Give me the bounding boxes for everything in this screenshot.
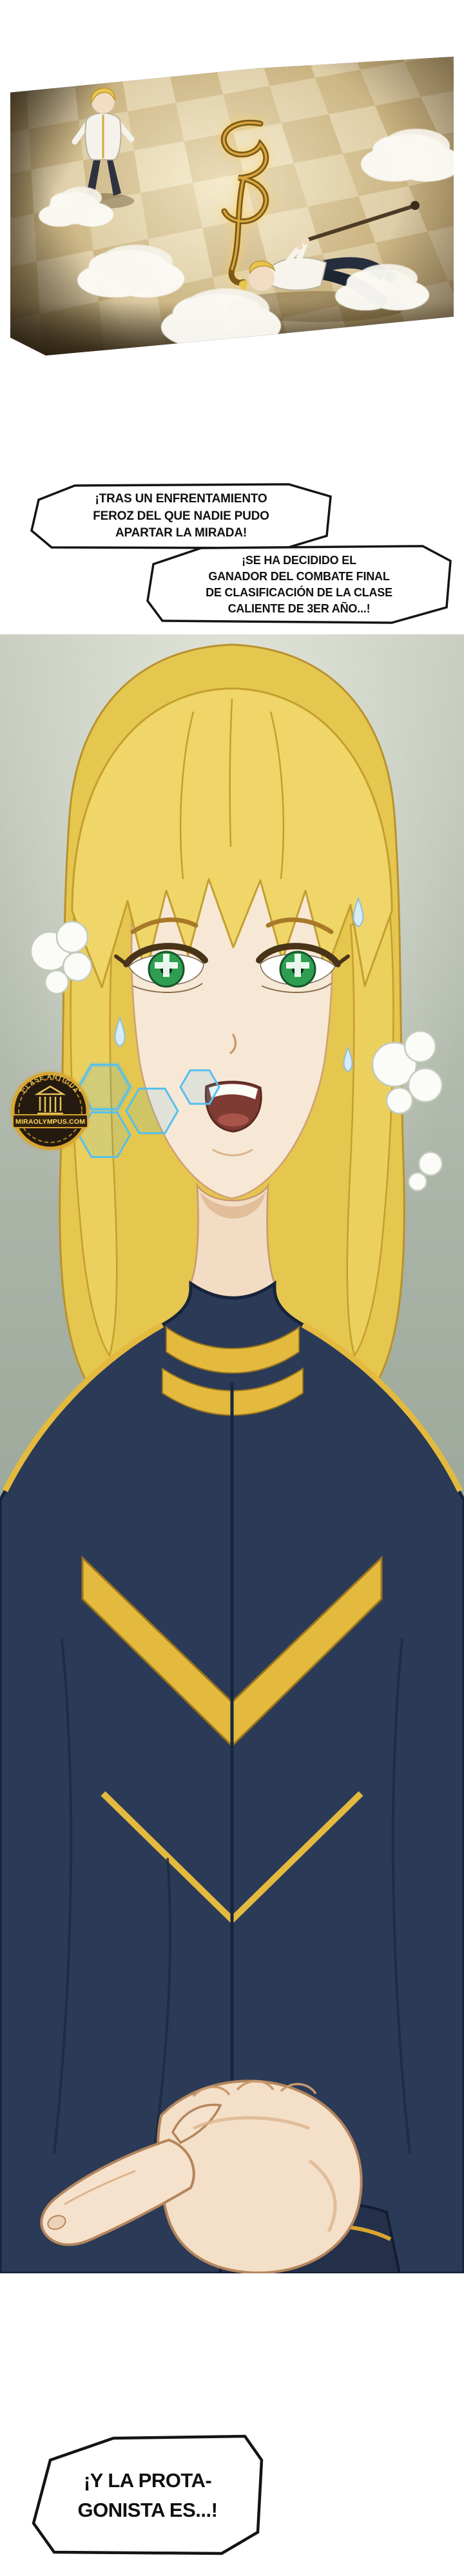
eyebrow-left <box>130 917 198 934</box>
text-line: DE CLASIFICACIÓN DE LA CLASE <box>206 586 392 599</box>
text-line: GANADOR DEL COMBATE FINAL <box>208 569 390 583</box>
text-line: ¡SE HA DECIDIDO EL <box>242 553 356 567</box>
bubble-shape <box>30 483 332 549</box>
badge-site-text: MIRAOLYMPUS.COM <box>15 1118 85 1126</box>
eyebrow-right <box>266 917 334 934</box>
index-finger <box>40 2138 195 2246</box>
thumb <box>171 2103 222 2145</box>
announcement-text: ¡Y LA PROTA- GONISTA ES...! <box>31 2434 264 2557</box>
collar-stripe <box>166 1326 300 1374</box>
left-eye <box>114 943 208 994</box>
chin-shadow <box>212 1148 253 1157</box>
bubble-shape <box>146 545 452 624</box>
narration-bubble-2: ¡SE HA DECIDIDO EL GANADOR DEL COMBATE F… <box>146 545 452 625</box>
text-line: FEROZ DEL QUE NADIE PUDO <box>93 509 269 523</box>
narration-bubble-1: ¡TRAS UN ENFRENTAMIENTO FEROZ DEL QUE NA… <box>30 483 333 550</box>
watermark: CLASE ANTIGUA MIRAOLYMPUS.COM <box>9 1062 220 1159</box>
narration-text-2: ¡SE HA DECIDIDO EL GANADOR DEL COMBATE F… <box>146 545 452 625</box>
right-eye <box>256 943 350 994</box>
smoke-puff <box>371 134 449 179</box>
bubble-shape <box>32 2434 264 2555</box>
breath-puff-left <box>30 920 93 995</box>
text-line: GONISTA ES...! <box>77 2499 218 2521</box>
sweat-drops <box>114 896 364 1073</box>
text-line: ¡Y LA PROTA- <box>83 2468 212 2492</box>
weapon-staff <box>302 204 416 243</box>
smoke-puff <box>171 294 268 345</box>
nose <box>229 1034 237 1054</box>
text-line: ¡TRAS UN ENFRENTAMIENTO <box>95 491 267 506</box>
smoke-puff <box>345 269 416 308</box>
pointing-hand <box>40 2079 401 2273</box>
closeup-panel: CLASE ANTIGUA MIRAOLYMPUS.COM <box>0 634 464 2273</box>
announcement-bubble: ¡Y LA PROTA- GONISTA ES...! <box>31 2434 264 2557</box>
watermark-badge: CLASE ANTIGUA MIRAOLYMPUS.COM <box>9 1070 92 1152</box>
narration-text-1: ¡TRAS UN ENFRENTAMIENTO FEROZ DEL QUE NA… <box>30 483 333 550</box>
text-line: CALIENTE DE 3ER AÑO...! <box>227 602 371 616</box>
breath-puff-right <box>371 1030 443 1192</box>
smoke-puff <box>88 250 171 295</box>
neck <box>189 1182 276 1298</box>
mouth-open <box>204 1081 262 1133</box>
temple-icon <box>34 1085 66 1115</box>
uniform <box>0 1280 464 2273</box>
closeup-panel-art: CLASE ANTIGUA MIRAOLYMPUS.COM <box>0 634 464 2273</box>
hair-bangs <box>71 687 393 989</box>
smoke-puff <box>49 192 101 224</box>
battle-panel <box>10 57 454 355</box>
text-line: APARTAR LA MIRADA! <box>115 526 247 540</box>
standing-character <box>72 88 135 209</box>
